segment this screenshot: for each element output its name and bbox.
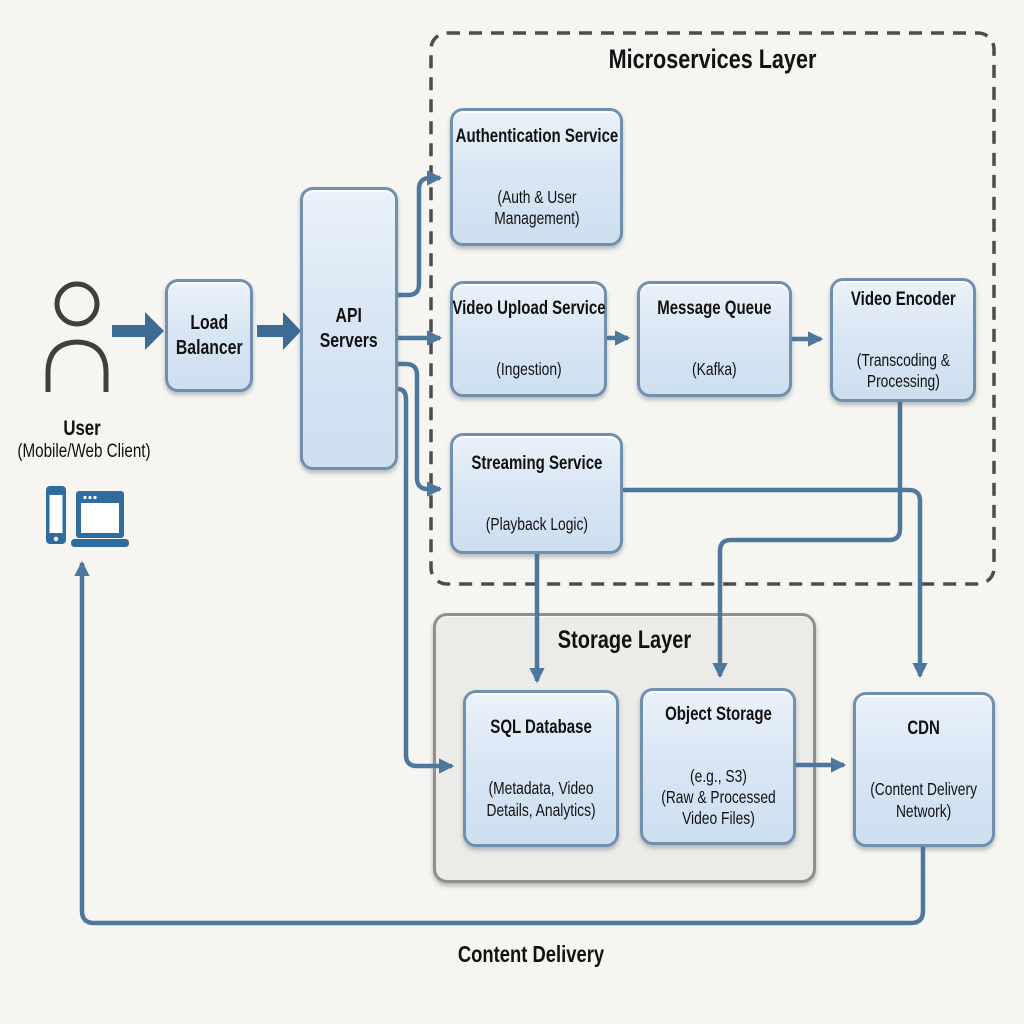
edge-api-to-auth (398, 170, 443, 298)
user-label: User (63, 417, 101, 440)
microservices-layer-title: Microservices Layer (608, 44, 817, 74)
edge-streaming-to-cdn (623, 487, 928, 679)
load-balancer-label: Load Balancer (175, 312, 243, 359)
streaming-service-title: Streaming Service (471, 452, 602, 474)
node-object-storage: Object Storage (e.g., S3) (Raw & Process… (640, 688, 796, 845)
block-arrow-user-to-loadbalancer (112, 312, 164, 350)
message-queue-subtitle: (Kafka) (692, 359, 737, 380)
sql-database-title: SQL Database (490, 717, 592, 739)
video-upload-title: Video Upload Service (451, 298, 606, 320)
edge-api-to-sqldb (397, 386, 455, 774)
node-cdn: CDN (Content Delivery Network) (853, 692, 995, 847)
edge-api-to-streaming (398, 361, 443, 497)
user-icon (45, 281, 109, 392)
node-authentication-service: Authentication Service (Auth & User Mana… (450, 108, 623, 246)
microservices-layer-border (429, 31, 996, 586)
node-api-servers: API Servers (300, 187, 398, 470)
content-delivery-label: Content Delivery (457, 941, 605, 967)
object-storage-title: Object Storage (664, 704, 772, 726)
api-servers-label: API Servers (320, 305, 378, 352)
node-sql-database: SQL Database (Metadata, Video Details, A… (463, 690, 619, 847)
user-sublabel: (Mobile/Web Client) (17, 441, 151, 462)
cdn-title: CDN (907, 718, 941, 740)
node-message-queue: Message Queue (Kafka) (637, 281, 792, 397)
node-video-upload-service: Video Upload Service (Ingestion) (450, 281, 607, 397)
edge-encoder-to-objectstorage (712, 402, 903, 679)
video-encoder-title: Video Encoder (850, 288, 956, 310)
video-upload-subtitle: (Ingestion) (495, 359, 562, 380)
smartphone-icon (46, 486, 66, 544)
video-encoder-subtitle: (Transcoding & Processing) (856, 349, 950, 392)
streaming-service-subtitle: (Playback Logic) (485, 513, 588, 534)
node-load-balancer: Load Balancer (165, 279, 253, 392)
laptop-icon (71, 491, 129, 547)
block-arrow-loadbalancer-to-api (257, 312, 301, 350)
auth-service-subtitle: (Auth & User Management) (493, 186, 580, 229)
sql-database-subtitle: (Metadata, Video Details, Analytics) (486, 778, 596, 820)
cdn-subtitle: (Content Delivery Network) (870, 779, 978, 821)
edge-cdn-to-user-content-delivery (74, 560, 926, 926)
node-video-encoder: Video Encoder (Transcoding & Processing) (830, 278, 976, 402)
object-storage-subtitle: (e.g., S3) (Raw & Processed Video Files) (660, 765, 776, 829)
message-queue-title: Message Queue (657, 298, 772, 320)
storage-layer-title: Storage Layer (557, 626, 692, 654)
auth-service-title: Authentication Service (455, 125, 618, 147)
node-streaming-service: Streaming Service (Playback Logic) (450, 433, 623, 554)
